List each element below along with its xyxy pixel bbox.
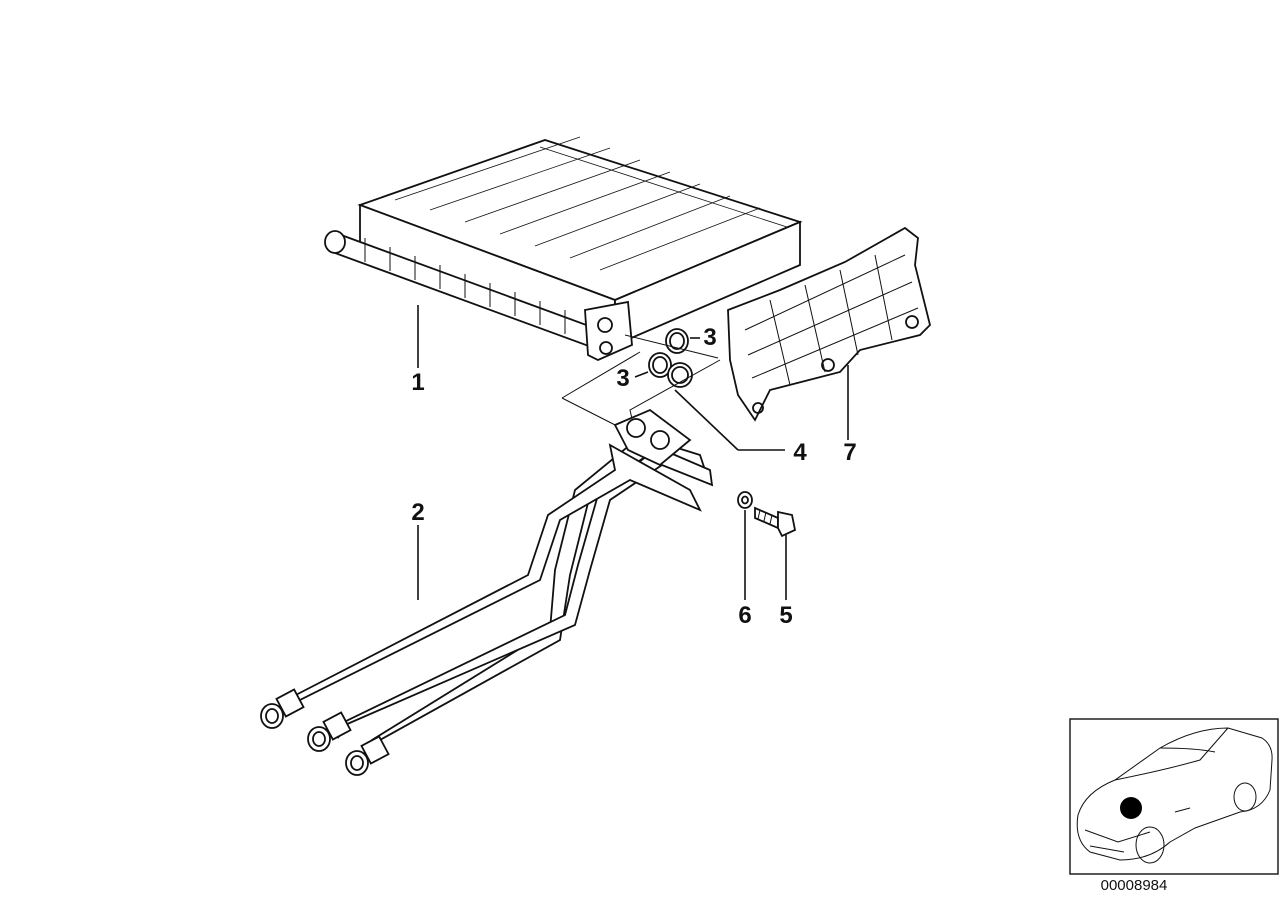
bolt [754,506,797,538]
tank-segments [364,238,566,334]
o-ring-lower [648,352,672,378]
callout-5: 5 [779,602,792,629]
heater-core [324,136,803,361]
heater-pipes [260,408,714,776]
callout-4: 4 [793,439,807,466]
callout-1: 1 [411,369,424,396]
callout-3-lower: 3 [616,365,629,392]
doc-number: 00008984 [1101,877,1168,894]
locator-thumbnail: 00008984 [1069,718,1279,894]
clip [667,362,693,388]
callout-7: 7 [843,439,856,466]
cover-plate [727,226,931,422]
pipe-ends [260,688,390,776]
callout-6: 6 [738,602,751,629]
washer [737,491,753,509]
location-dot [1120,797,1142,819]
callout-2: 2 [411,499,424,526]
leader-lines [417,305,849,600]
core-fins [394,136,791,271]
callout-3-upper: 3 [703,324,716,351]
car-outline [1076,727,1273,864]
cover-ribs [744,254,919,386]
